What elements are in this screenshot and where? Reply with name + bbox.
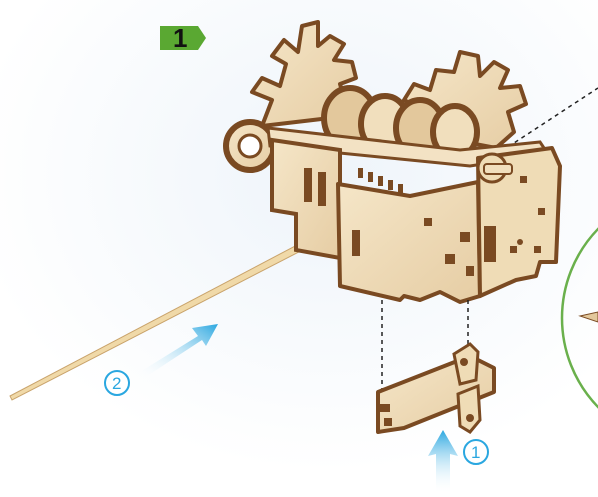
step-number: 1 — [173, 23, 187, 53]
callout-2-label: 2 — [112, 374, 121, 393]
callout-2: 2 — [105, 371, 129, 395]
callout-1-label: 1 — [471, 443, 480, 462]
callout-1: 1 — [464, 440, 488, 464]
